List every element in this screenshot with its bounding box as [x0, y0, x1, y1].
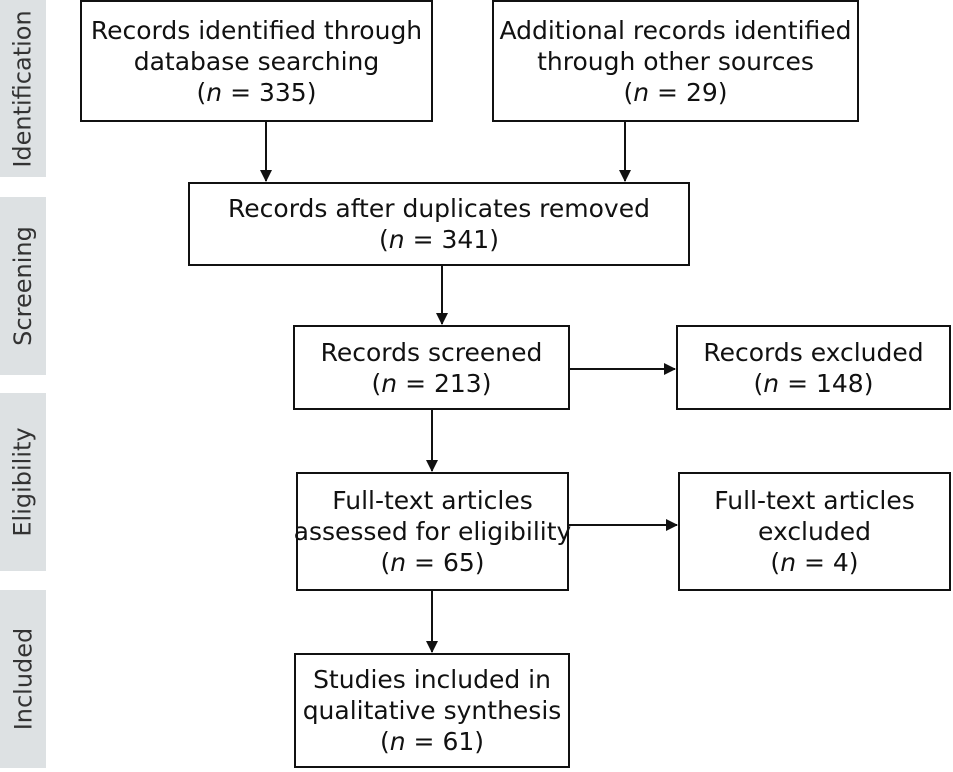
box-text-line: Full-text articles: [332, 486, 533, 515]
n-separator: =: [406, 548, 443, 577]
box-text-line: Records after duplicates removed: [228, 194, 650, 223]
box-text-line: qualitative synthesis: [302, 696, 562, 725]
box-count: (n = 29): [623, 77, 728, 107]
box-text-line: Records identified through: [90, 15, 423, 45]
stage-included: Included: [0, 590, 46, 768]
box-text-line: database searching: [133, 46, 380, 76]
box-count: (n = 341): [379, 225, 499, 254]
n-value: 29: [685, 77, 718, 107]
box-records-screened: Records screened(n = 213): [293, 325, 570, 410]
n-symbol: n: [381, 368, 398, 398]
n-value: 213: [433, 368, 482, 398]
box-count: (n = 4): [770, 548, 859, 577]
n-separator: =: [779, 368, 816, 398]
box-text-line: through other sources: [537, 46, 814, 76]
n-separator: =: [405, 727, 443, 756]
n-value: 4: [832, 548, 849, 577]
n-separator: =: [404, 225, 442, 254]
box-count: (n = 213): [371, 368, 492, 398]
n-value: 65: [442, 548, 475, 577]
box-count: (n = 148): [753, 368, 874, 398]
stage-screening: Screening: [0, 197, 46, 375]
stage-eligibility: Eligibility: [0, 393, 46, 571]
box-after-duplicates: Records after duplicates removed(n = 341…: [188, 182, 690, 266]
n-separator: =: [649, 77, 686, 107]
box-text-line: Records excluded: [703, 337, 924, 367]
box-count: (n = 335): [196, 77, 317, 107]
box-text-line: excluded: [758, 517, 871, 546]
n-separator: =: [397, 368, 434, 398]
n-separator: =: [222, 77, 259, 107]
n-symbol: n: [390, 548, 407, 577]
n-symbol: n: [389, 727, 406, 756]
n-symbol: n: [633, 77, 650, 107]
box-count: (n = 61): [379, 727, 485, 756]
n-value: 341: [441, 225, 490, 254]
n-value: 61: [442, 727, 475, 756]
box-text-line: assessed for eligibility: [293, 517, 572, 546]
n-symbol: n: [206, 77, 223, 107]
box-text-line: Full-text articles: [714, 486, 915, 515]
n-symbol: n: [763, 368, 780, 398]
n-value: 148: [815, 368, 864, 398]
box-text-line: Studies included in: [313, 665, 551, 694]
n-value: 335: [258, 77, 307, 107]
box-records-excluded: Records excluded(n = 148): [676, 325, 951, 410]
n-symbol: n: [780, 548, 797, 577]
box-text-line: Additional records identified: [499, 15, 852, 45]
n-symbol: n: [388, 225, 405, 254]
box-count: (n = 65): [380, 548, 485, 577]
box-text-line: Records screened: [320, 337, 543, 367]
stage-identification: Identification: [0, 0, 46, 177]
n-separator: =: [796, 548, 833, 577]
